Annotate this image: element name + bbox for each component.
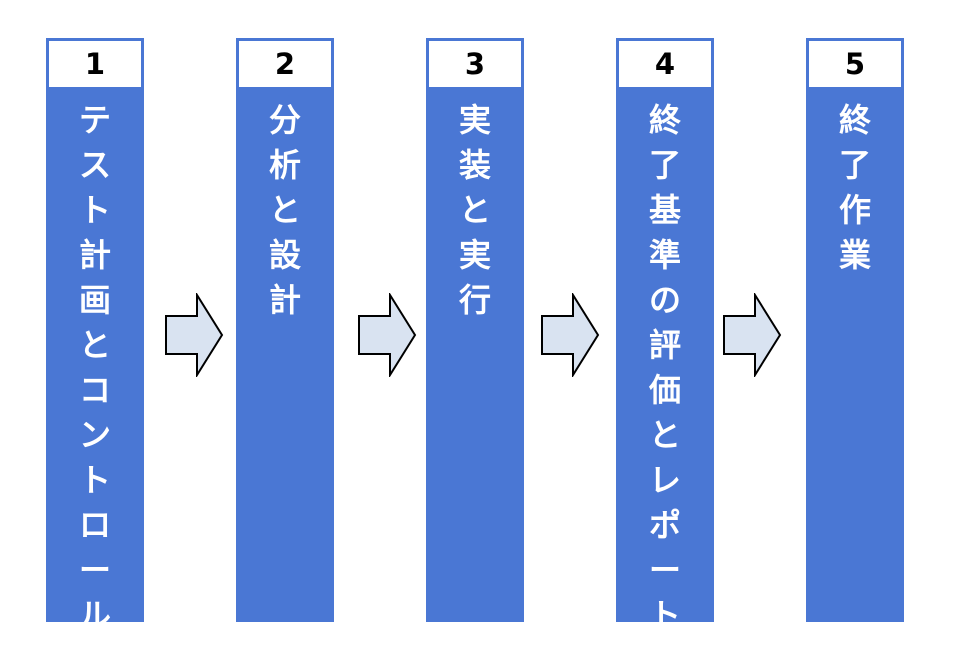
label-char: ー bbox=[648, 551, 681, 589]
label-char: ル bbox=[78, 596, 111, 634]
right-arrow-icon bbox=[164, 293, 226, 377]
label-char: 装 bbox=[458, 146, 491, 184]
label-char: 計 bbox=[268, 281, 301, 319]
label-char: ロ bbox=[78, 506, 111, 544]
label-char: と bbox=[268, 191, 301, 229]
label-char: ポ bbox=[648, 506, 681, 544]
right-arrow-icon bbox=[540, 293, 602, 377]
label-char: ー bbox=[78, 551, 111, 589]
step-3-label: 実装と実行 bbox=[426, 98, 524, 323]
step-3-column: 3 実装と実行 bbox=[426, 38, 524, 622]
label-char: 了 bbox=[838, 146, 871, 184]
step-2-label: 分析と設計 bbox=[236, 98, 334, 323]
label-char: 実 bbox=[458, 236, 491, 274]
step-5-number: 5 bbox=[806, 38, 904, 90]
label-char: と bbox=[458, 191, 491, 229]
label-char: 析 bbox=[268, 146, 301, 184]
step-5-label: 終了作業 bbox=[806, 98, 904, 278]
step-5-column: 5 終了作業 bbox=[806, 38, 904, 622]
label-char: 設 bbox=[268, 236, 301, 274]
label-char: ス bbox=[78, 146, 111, 184]
right-arrow-icon bbox=[357, 293, 419, 377]
right-arrow-icon bbox=[722, 293, 784, 377]
label-char: レ bbox=[648, 461, 681, 499]
step-3-number: 3 bbox=[426, 38, 524, 90]
step-1-number: 1 bbox=[46, 38, 144, 90]
label-char: 分 bbox=[268, 101, 301, 139]
label-char: 業 bbox=[838, 236, 871, 274]
step-1-label: テスト計画とコントロール bbox=[46, 98, 144, 638]
label-char: と bbox=[78, 326, 111, 364]
label-char: 基 bbox=[648, 191, 681, 229]
label-char: ン bbox=[78, 416, 111, 454]
label-char: 終 bbox=[648, 101, 681, 139]
label-char: 行 bbox=[458, 281, 491, 319]
label-char: 終 bbox=[838, 101, 871, 139]
label-char: 実 bbox=[458, 101, 491, 139]
label-char: 計 bbox=[78, 236, 111, 274]
right-arrow-shape bbox=[541, 293, 600, 377]
label-char: 画 bbox=[78, 281, 111, 319]
label-char: と bbox=[648, 416, 681, 454]
label-char: 作 bbox=[838, 191, 871, 229]
step-4-column: 4 終了基準の評価とレポート bbox=[616, 38, 714, 634]
step-2-number: 2 bbox=[236, 38, 334, 90]
label-char: 了 bbox=[648, 146, 681, 184]
label-char: コ bbox=[78, 371, 111, 409]
label-char: ト bbox=[78, 461, 111, 499]
label-char: 価 bbox=[648, 371, 681, 409]
label-char: の bbox=[648, 281, 681, 319]
step-4-number: 4 bbox=[616, 38, 714, 90]
label-char: 準 bbox=[648, 236, 681, 274]
label-char: テ bbox=[78, 101, 111, 139]
label-char: 評 bbox=[648, 326, 681, 364]
label-char: ト bbox=[78, 191, 111, 229]
step-4-label: 終了基準の評価とレポート bbox=[616, 98, 714, 638]
label-char: ト bbox=[648, 596, 681, 634]
right-arrow-shape bbox=[723, 293, 782, 377]
right-arrow-shape bbox=[165, 293, 224, 377]
right-arrow-shape bbox=[358, 293, 417, 377]
step-1-column: 1 テスト計画とコントロール bbox=[46, 38, 144, 634]
step-2-column: 2 分析と設計 bbox=[236, 38, 334, 622]
